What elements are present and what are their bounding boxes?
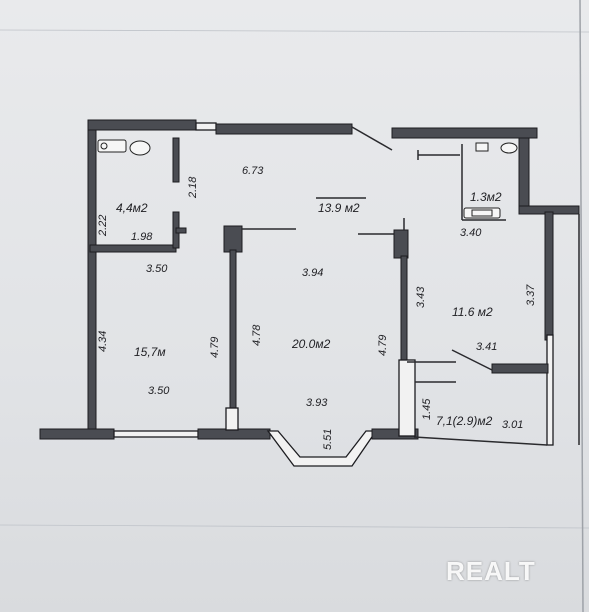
exterior-wall-left: [87, 119, 97, 433]
exterior-wall-top-mid: [215, 123, 353, 135]
dim-3-40: 3.40: [460, 227, 482, 239]
area-living: 20.0м2: [291, 337, 331, 351]
dim-6-73: 6.73: [242, 165, 264, 177]
exterior-wall-top-right: [391, 127, 538, 139]
dim-3-43: 3.43: [415, 286, 427, 308]
area-loggia: 7,1(2.9)м2: [436, 414, 493, 428]
dim-4-79-left: 4.79: [209, 337, 221, 358]
toilet-bowl-icon: [500, 142, 518, 154]
dim-2-18: 2.18: [187, 176, 199, 199]
area-bathroom: 4,4м2: [116, 201, 148, 215]
washbasin-icon: [475, 142, 489, 152]
dim-1-98: 1.98: [131, 231, 153, 243]
paper-line: [0, 524, 589, 529]
window-top: [195, 122, 217, 131]
loggia-door-swing: [451, 349, 493, 371]
dim-5-51: 5.51: [322, 429, 334, 450]
dim-4-79-right: 4.79: [377, 335, 389, 356]
toilet-fixture-icon: [471, 209, 493, 217]
dim-3-50-top: 3.50: [146, 263, 168, 275]
dim-2-22: 2.22: [97, 215, 109, 237]
paper-edge: [579, 0, 584, 612]
bathroom-partition-top: [172, 137, 180, 183]
dim-4-34: 4.34: [97, 331, 109, 352]
area-hall: 13.9 м2: [318, 201, 360, 215]
dim-3-41: 3.41: [476, 341, 497, 353]
dim-4-78: 4.78: [251, 324, 263, 346]
area-toilet: 1.3м2: [470, 190, 502, 204]
wall-bedroom-living-end: [225, 407, 239, 431]
dim-1-45: 1.45: [421, 398, 433, 420]
pillar-right: [393, 229, 409, 259]
exterior-wall-right-upper: [518, 137, 530, 211]
loggia-bottom-line: [413, 436, 548, 446]
pillar-left: [223, 225, 243, 253]
bathroom-wall: [89, 244, 177, 253]
loggia-wall-right: [546, 334, 554, 446]
area-bedroom: 15,7м: [134, 345, 166, 359]
wall-kitchen-loggia-right: [491, 363, 549, 374]
dim-3-93: 3.93: [306, 397, 328, 409]
dim-3-37: 3.37: [525, 284, 537, 306]
area-kitchen: 11.6 м2: [452, 305, 493, 319]
bathroom-door-stub: [175, 227, 187, 234]
sink-icon: [129, 140, 151, 156]
exterior-wall-bottom-left: [39, 428, 115, 440]
drain-icon: [100, 142, 108, 150]
window-bedroom: [113, 430, 199, 438]
realt-watermark-logo: REALT: [446, 556, 536, 586]
bay-window: [266, 430, 378, 467]
exterior-wall-top-left: [87, 119, 197, 131]
exterior-wall-bottom-right: [371, 428, 419, 440]
dim-3-50-bottom: 3.50: [148, 385, 170, 397]
wall-bedroom-living: [229, 249, 237, 411]
wall-living-loggia: [398, 359, 416, 437]
paper-line: [0, 29, 589, 33]
dim-3-01: 3.01: [502, 419, 523, 431]
wall-living-kitchen: [400, 255, 408, 363]
entrance-door-swing: [351, 126, 393, 151]
exterior-wall-right: [544, 211, 554, 341]
dim-3-94: 3.94: [302, 267, 323, 279]
